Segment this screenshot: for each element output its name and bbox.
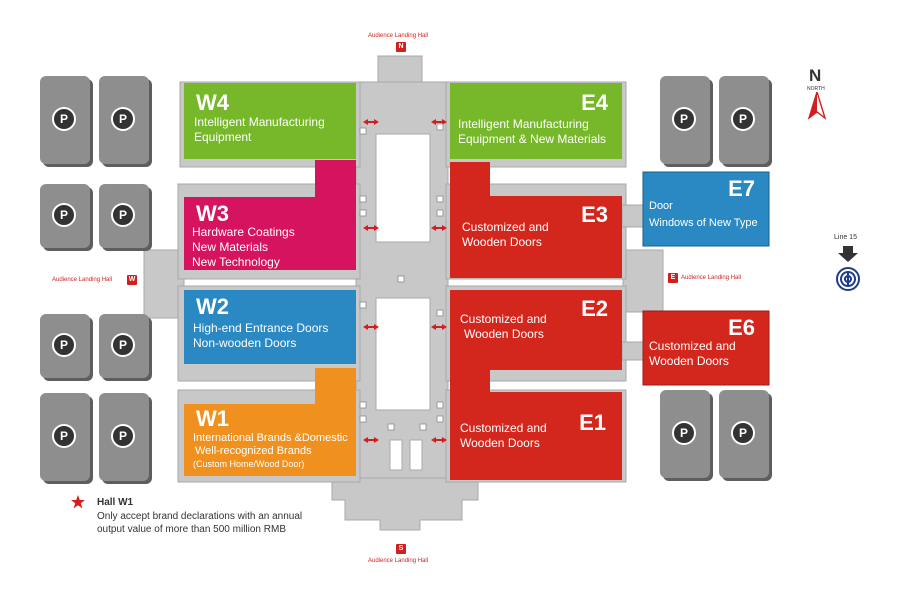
parking-icon: P	[111, 333, 135, 357]
east-gate-block	[622, 249, 664, 313]
parking-lot: P	[40, 314, 90, 378]
hall-e4-code: E4	[581, 90, 608, 115]
parking-lot: P	[719, 76, 769, 164]
parking-icon: P	[672, 421, 696, 445]
west-gate-block	[143, 249, 185, 319]
star-icon	[71, 495, 85, 509]
metro-line-label: Line 15	[834, 234, 857, 241]
hall-w2-code: W2	[196, 294, 229, 319]
e3-shape	[450, 162, 622, 278]
hall-e1-code: E1	[579, 410, 606, 435]
hall-w1-code: W1	[196, 406, 229, 431]
west-entrance-marker[interactable]: W	[127, 275, 137, 285]
parking-lot: P	[719, 390, 769, 478]
south-entry-block	[331, 477, 479, 531]
east-entrance-marker[interactable]: E	[668, 273, 678, 283]
parking-lot: P	[40, 393, 90, 481]
parking-icon: P	[731, 421, 755, 445]
e6-shape	[642, 310, 770, 386]
hall-e7-code: E7	[728, 176, 755, 201]
legend-title: Hall W1	[97, 497, 134, 508]
parking-lot: P	[99, 314, 149, 378]
north-entrance-label: Audience Landing Hall	[368, 33, 429, 39]
hall-e6-code: E6	[728, 315, 755, 340]
south-entrance-marker[interactable]: S	[396, 544, 406, 554]
legend-line: output value of more than 500 million RM…	[97, 524, 286, 535]
parking-lot: P	[99, 184, 149, 248]
parking-lot: P	[40, 76, 90, 164]
parking-lot: P	[660, 390, 710, 478]
south-entrance-label: Audience Landing Hall	[368, 558, 429, 564]
compass-label: NORTH	[807, 86, 825, 92]
metro-icon	[836, 267, 860, 291]
w2-shape	[184, 290, 356, 364]
w4-shape	[184, 83, 356, 159]
parking-lot: P	[660, 76, 710, 164]
parking-icon: P	[52, 203, 76, 227]
hall-e3-code: E3	[581, 202, 608, 227]
e7-shape	[642, 171, 770, 247]
e2-shape	[450, 290, 622, 382]
e4-shape	[450, 83, 622, 159]
compass-arrow-icon	[807, 92, 827, 120]
parking-icon: P	[731, 107, 755, 131]
legend-line: Only accept brand declarations with an a…	[97, 511, 303, 522]
hall-w1-note: (Custom Home/Wood Door)	[193, 459, 305, 469]
parking-lot: P	[99, 393, 149, 481]
parking-icon: P	[111, 424, 135, 448]
parking-icon: P	[111, 107, 135, 131]
parking-icon: P	[52, 333, 76, 357]
parking-icon: P	[111, 203, 135, 227]
parking-icon: P	[52, 424, 76, 448]
west-entrance-label: Audience Landing Hall	[52, 277, 113, 283]
hall-w4-code: W4	[196, 90, 229, 115]
hall-w3-code: W3	[196, 201, 229, 226]
parking-lot: P	[40, 184, 90, 248]
parking-icon: P	[52, 107, 76, 131]
parking-icon: P	[672, 107, 696, 131]
compass-letter: N	[809, 66, 822, 85]
east-entrance-label: Audience Landing Hall	[681, 275, 742, 281]
down-arrow-icon	[838, 246, 858, 262]
north-entrance-marker[interactable]: N	[396, 42, 406, 52]
e1-shape	[450, 372, 622, 480]
w3-shape	[184, 160, 356, 270]
w1-shape	[184, 368, 356, 476]
parking-lot: P	[99, 76, 149, 164]
hall-e2-code: E2	[581, 296, 608, 321]
